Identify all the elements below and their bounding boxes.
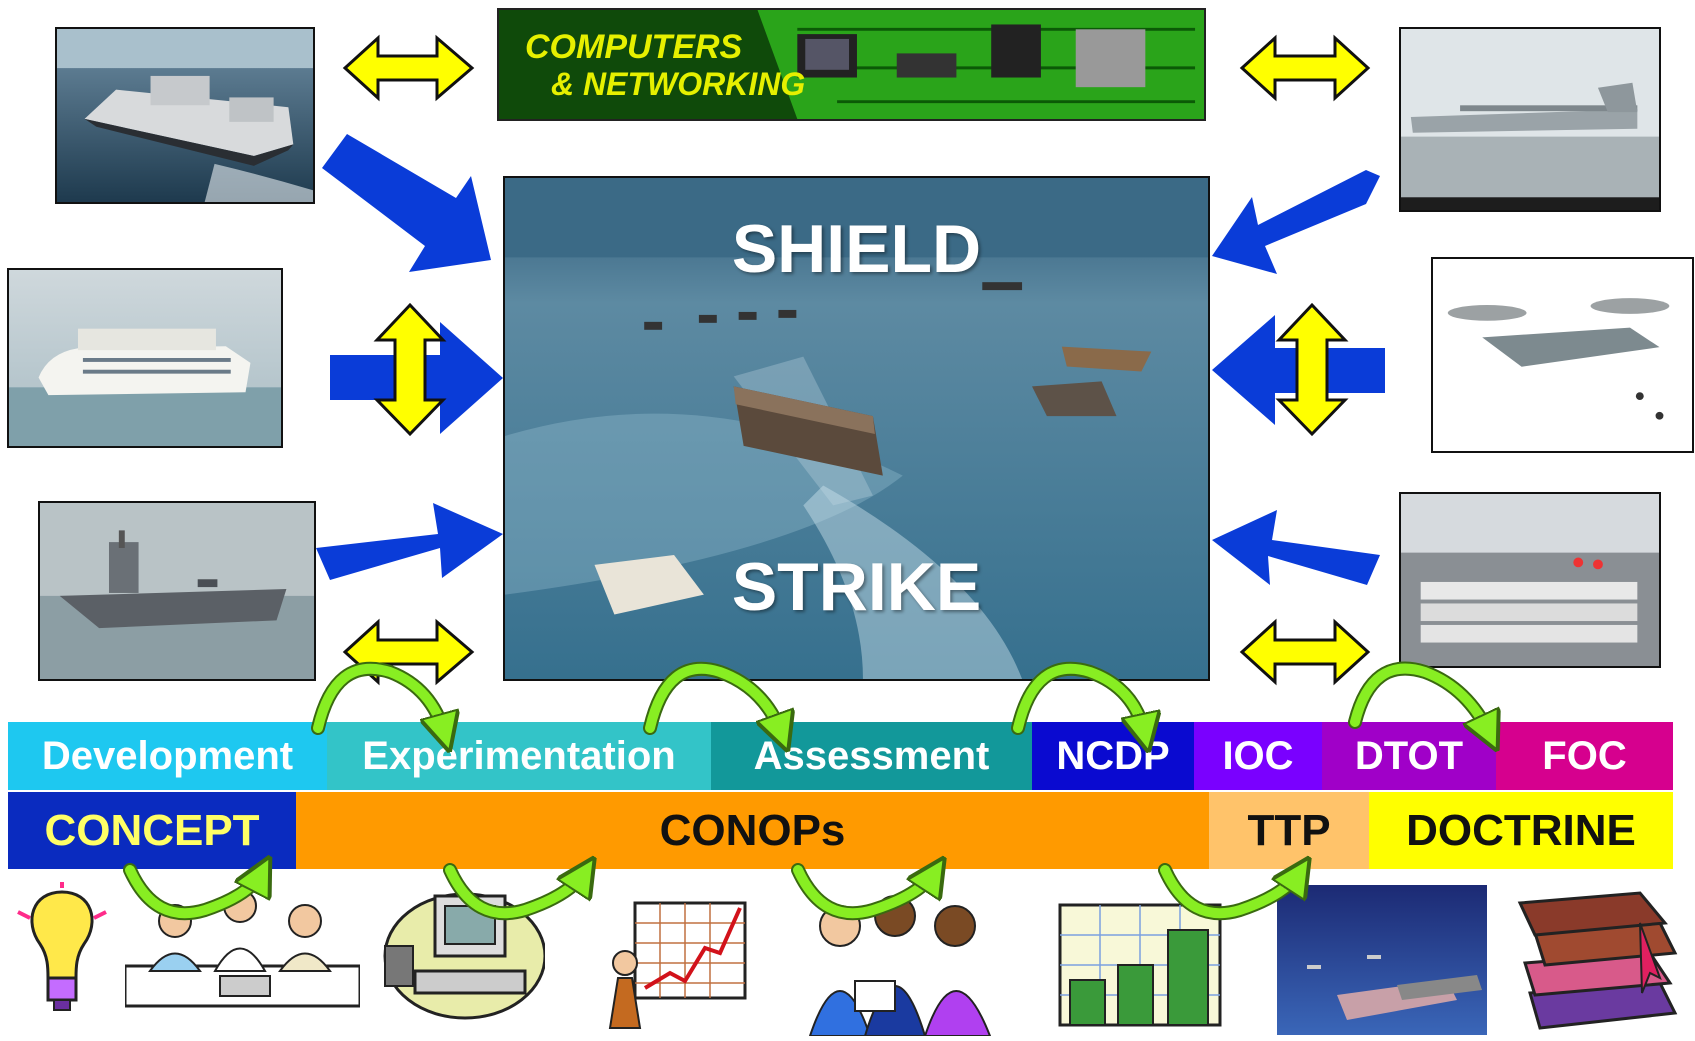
yellow-arrow-bottom-left bbox=[342, 618, 475, 686]
blue-arrow-right-bottom bbox=[1212, 510, 1380, 585]
yellow-arrow-bottom-right bbox=[1239, 618, 1371, 686]
shield-label: SHIELD bbox=[731, 211, 982, 287]
phase-dtot: DTOT bbox=[1322, 722, 1496, 790]
blue-arrow-left-top bbox=[322, 134, 491, 272]
phase-ncdp: NCDP bbox=[1032, 722, 1194, 790]
blue-arrow-left-bottom bbox=[316, 503, 503, 580]
yellow-arrow-top-right bbox=[1239, 34, 1371, 102]
computer-clipart bbox=[375, 876, 545, 1021]
carrier-fleet-photo bbox=[1277, 885, 1487, 1035]
business-team-clipart bbox=[800, 886, 1000, 1036]
lightbulb-clipart bbox=[12, 882, 112, 1022]
phase-ioc: IOC bbox=[1194, 722, 1322, 790]
yellow-arrow-top-left bbox=[342, 34, 475, 102]
flight-deck-cargo-photo bbox=[1399, 492, 1661, 668]
cargo-ship-photo bbox=[55, 27, 315, 204]
osprey-aircraft-photo bbox=[1431, 257, 1694, 453]
stage-conops: CONOPs bbox=[296, 792, 1209, 869]
computers-networking-banner: COMPUTERS & NETWORKING bbox=[497, 8, 1206, 121]
books-stack-clipart bbox=[1510, 883, 1690, 1033]
yellow-arrow-vertical-right bbox=[1275, 302, 1349, 437]
c130-aircraft-photo bbox=[1399, 27, 1661, 212]
blue-arrow-right-middle bbox=[1212, 315, 1385, 425]
team-meeting-clipart bbox=[125, 876, 360, 1016]
phase-experimentation: Experimentation bbox=[327, 722, 711, 790]
presenter-chart-clipart bbox=[600, 893, 750, 1031]
phase-assessment: Assessment bbox=[711, 722, 1032, 790]
stage-ttp: TTP bbox=[1209, 792, 1369, 869]
phase-development: Development bbox=[8, 722, 327, 790]
amphibious-ship-photo bbox=[38, 501, 316, 681]
yellow-arrow-vertical-left bbox=[373, 302, 447, 437]
stage-concept: CONCEPT bbox=[8, 792, 296, 869]
phase-foc: FOC bbox=[1496, 722, 1673, 790]
stage-doctrine: DOCTRINE bbox=[1369, 792, 1673, 869]
fleet-scene-image: SHIELD STRIKE bbox=[503, 176, 1210, 681]
banner-title-line1: COMPUTERS bbox=[525, 28, 743, 66]
money-growth-chart-clipart bbox=[1050, 895, 1225, 1035]
blue-arrow-left-middle bbox=[330, 322, 503, 434]
blue-arrow-right-top bbox=[1212, 170, 1380, 274]
cruise-ship-photo bbox=[7, 268, 283, 448]
strike-label: STRIKE bbox=[731, 549, 982, 625]
banner-title-line2: & NETWORKING bbox=[551, 66, 806, 102]
